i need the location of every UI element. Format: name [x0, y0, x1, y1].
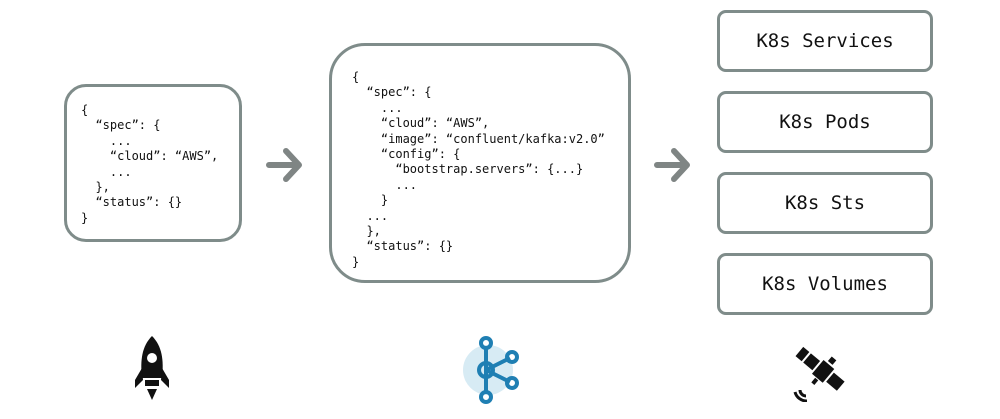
full-spec-box: { “spec”: { ... “cloud”: “AWS”, “image”:… [329, 43, 631, 283]
simple-spec-box: { “spec”: { ... “cloud”: “AWS”, ... }, “… [64, 84, 242, 242]
arrow-right-icon [654, 148, 690, 182]
satellite-icon [793, 346, 845, 402]
k8s-volumes-box: K8s Volumes [717, 253, 933, 315]
k8s-sts-box: K8s Sts [717, 172, 933, 234]
k8s-pods-box: K8s Pods [717, 91, 933, 153]
kafka-icon [463, 336, 519, 404]
arrow-right-icon [266, 148, 302, 182]
rocket-icon [135, 336, 169, 400]
k8s-services-box: K8s Services [717, 10, 933, 72]
simple-spec-code: { “spec”: { ... “cloud”: “AWS”, ... }, “… [81, 103, 219, 225]
full-spec-code: { “spec”: { ... “cloud”: “AWS”, “image”:… [352, 70, 605, 269]
